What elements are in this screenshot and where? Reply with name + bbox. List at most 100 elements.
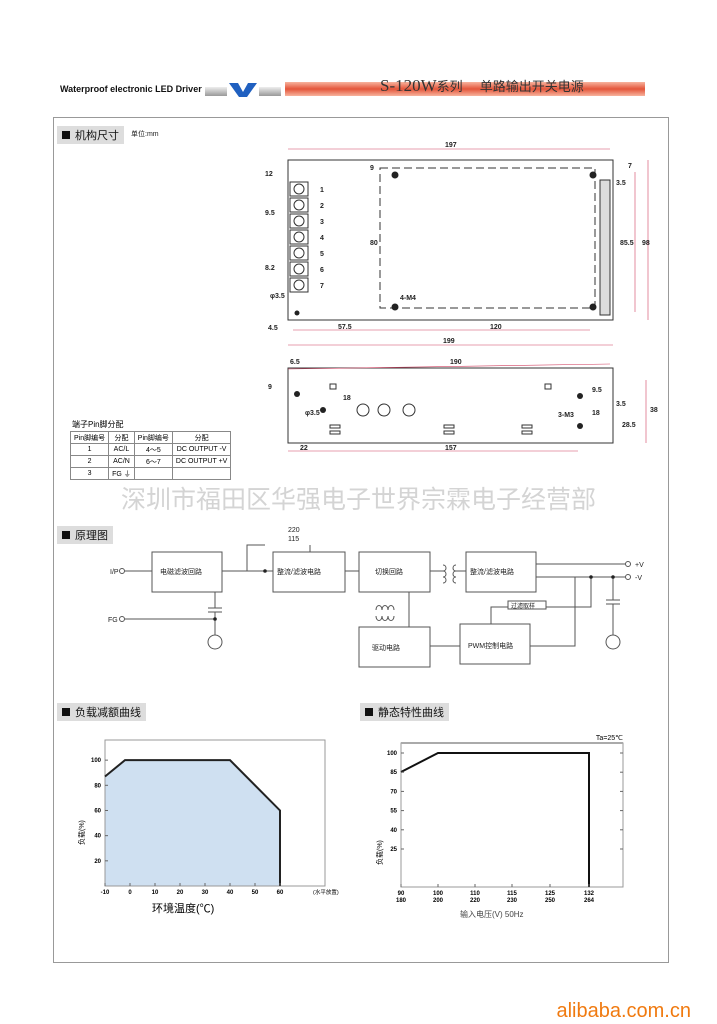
dim-side-18: 18	[343, 395, 351, 402]
cell: 6～7	[133, 455, 173, 468]
x-tick-label: -10	[101, 890, 110, 896]
schematic-diagram: I/P FG 电磁滤波回路 整流/滤波电路 220 115 切换回路 整流/滤波…	[108, 527, 644, 668]
unit-label: 单位:mm	[131, 131, 159, 138]
x-tick-label: 10	[152, 890, 159, 896]
mount-area	[379, 167, 596, 309]
cell: DC OUTPUT -V	[171, 443, 232, 456]
dim-80: 80	[370, 240, 378, 247]
x-tick-label-alt: 230	[507, 898, 518, 904]
y-tick-label: 20	[94, 859, 101, 865]
x-tick-label-alt: 264	[584, 898, 595, 904]
cell: 1	[69, 443, 110, 456]
terminal-pin	[289, 277, 309, 293]
header-gray-bar	[205, 87, 227, 96]
model: S-120W	[380, 76, 437, 95]
dim-4-m4: 4-M4	[400, 295, 416, 302]
header-cell: 分配	[171, 431, 232, 444]
terminal-pin	[289, 261, 309, 277]
dim-199: 199	[443, 338, 455, 345]
pin-label: 4	[320, 235, 324, 242]
y-tick-label: 100	[91, 758, 102, 764]
y-tick-label: 85	[390, 770, 397, 776]
cell	[133, 467, 173, 480]
derating-area	[105, 760, 280, 886]
terminal-screw	[293, 263, 305, 275]
header-gray-bar	[259, 87, 281, 96]
pin-label: 6	[320, 267, 324, 274]
x-tick-label-alt: 180	[396, 898, 407, 904]
dim-57-5: 57.5	[338, 324, 352, 331]
dim-7: 7	[628, 163, 632, 170]
static-line	[400, 752, 590, 887]
plot-frame	[104, 739, 326, 887]
pin-label: 3	[320, 219, 324, 226]
dim-side-hole: φ3.5	[305, 410, 320, 417]
x-tick-label: 20	[177, 890, 184, 896]
x-axis-label: 输入电压(V) 50Hz	[460, 909, 524, 919]
y-axis-label: 负载(%)	[375, 840, 384, 865]
series: 系列	[436, 79, 463, 94]
label-minus-v: -V	[635, 575, 642, 582]
section-static: 静态特性曲线	[360, 703, 449, 721]
dim-6-5: 6.5	[290, 359, 300, 366]
dim-22: 22	[300, 445, 308, 452]
section-principle: 原理图	[57, 526, 113, 544]
x-tick-label-alt: 250	[545, 898, 556, 904]
y-tick-label: 55	[390, 809, 397, 815]
y-tick-label: 100	[387, 751, 398, 757]
dim-hole: φ3.5	[270, 293, 285, 300]
dim-side-3-5: 3.5	[616, 401, 626, 408]
dim-4-5: 4.5	[268, 325, 278, 332]
pin-label: 2	[320, 203, 324, 210]
section-derating: 负载减额曲线	[57, 703, 146, 721]
y-tick-label: 60	[94, 808, 101, 814]
dim-3-5: 3.5	[616, 180, 626, 187]
side-flange	[599, 179, 611, 316]
dim-side-9: 9	[268, 384, 272, 391]
dim-85-5: 85.5	[620, 240, 634, 247]
terminal-screw	[293, 215, 305, 227]
y-tick-label: 40	[94, 834, 101, 840]
dim-12: 12	[265, 171, 273, 178]
cell: DC OUTPUT +V	[171, 455, 232, 468]
dim-9-5: 9.5	[265, 210, 275, 217]
terminal-screw	[293, 183, 305, 195]
y-tick-label: 25	[390, 847, 397, 853]
dim-120: 120	[490, 324, 502, 331]
block-rectifier-input: 整流/滤波电路	[277, 567, 321, 576]
block-switching: 切换回路	[375, 567, 403, 576]
top-view-outline	[287, 159, 614, 321]
brand-logo	[229, 83, 257, 97]
dim-98: 98	[642, 240, 650, 247]
y-axis-label: 负载(%)	[77, 820, 86, 845]
footer-brand: alibaba.com.cn	[556, 1000, 691, 1022]
pin-label: 7	[320, 283, 324, 290]
terminal-screw	[293, 199, 305, 211]
x-tick-label-alt: 220	[470, 898, 481, 904]
cell: 2	[69, 455, 110, 468]
terminal-pin	[289, 229, 309, 245]
x-tick-label: 30	[202, 890, 209, 896]
dim-197: 197	[445, 142, 457, 149]
cell	[171, 467, 232, 480]
label-ip: I/P	[110, 569, 119, 576]
watermark: 深圳市福田区华强电子世界宗霖电子经营部	[120, 485, 596, 514]
x-tick-label: 110	[470, 891, 480, 897]
dim-28-5: 28.5	[622, 422, 636, 429]
product-title: 单路输出开关电源	[479, 79, 584, 94]
x-tick-label: 90	[398, 891, 405, 897]
terminal-screw	[293, 247, 305, 259]
annotation: Ta=25℃	[596, 735, 623, 742]
block-sampling: 过滤取样	[511, 602, 535, 610]
cell: 3	[69, 467, 110, 480]
dim-8-2: 8.2	[265, 265, 275, 272]
pin-label: 5	[320, 251, 324, 258]
header-cell: Pin脚编号	[69, 431, 110, 444]
x-tick-label: 50	[252, 890, 259, 896]
label-fg: FG	[108, 617, 118, 624]
